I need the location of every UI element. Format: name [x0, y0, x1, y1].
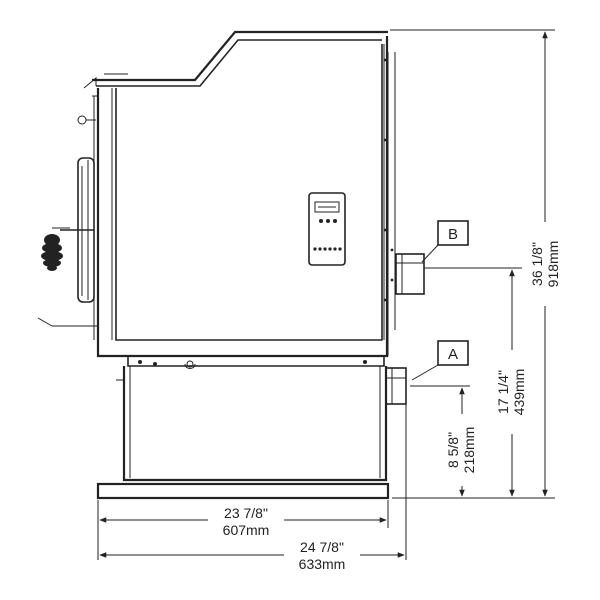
stove-body — [37, 30, 425, 500]
outlet-a — [385, 367, 407, 405]
outlet-a-height-label: 8 5/8" 218mm — [444, 414, 478, 486]
outlet-b-height-label: 17 1/4" 439mm — [494, 350, 528, 434]
door-handle — [41, 227, 94, 271]
side-rivets — [383, 58, 394, 302]
depth-inner-metric: 607mm — [223, 522, 270, 538]
outlet-b — [395, 253, 425, 295]
outlet-a-height-metric: 218mm — [461, 427, 477, 474]
callout-b: B — [421, 220, 469, 263]
control-panel — [308, 192, 346, 266]
outlet-b-height-metric: 439mm — [511, 369, 527, 416]
callout-b-label: B — [448, 226, 458, 243]
depth-inner-label: 23 7/8" 607mm — [208, 505, 284, 538]
overall-height-label: 36 1/8" 918mm — [528, 222, 562, 306]
callout-a: A — [411, 340, 469, 381]
overall-height-imperial: 36 1/8" — [529, 242, 545, 286]
base-plate — [96, 482, 390, 500]
outlet-b-height-imperial: 17 1/4" — [495, 370, 511, 414]
depth-overall-metric: 633mm — [299, 556, 346, 572]
depth-inner-imperial: 23 7/8" — [224, 505, 268, 521]
outlet-a-height-imperial: 8 5/8" — [445, 432, 461, 468]
front-door — [37, 95, 98, 340]
callout-a-label: A — [448, 346, 458, 363]
overall-height-metric: 918mm — [545, 241, 561, 288]
depth-overall-label: 24 7/8" 633mm — [284, 539, 360, 572]
depth-overall-imperial: 24 7/8" — [300, 539, 344, 555]
